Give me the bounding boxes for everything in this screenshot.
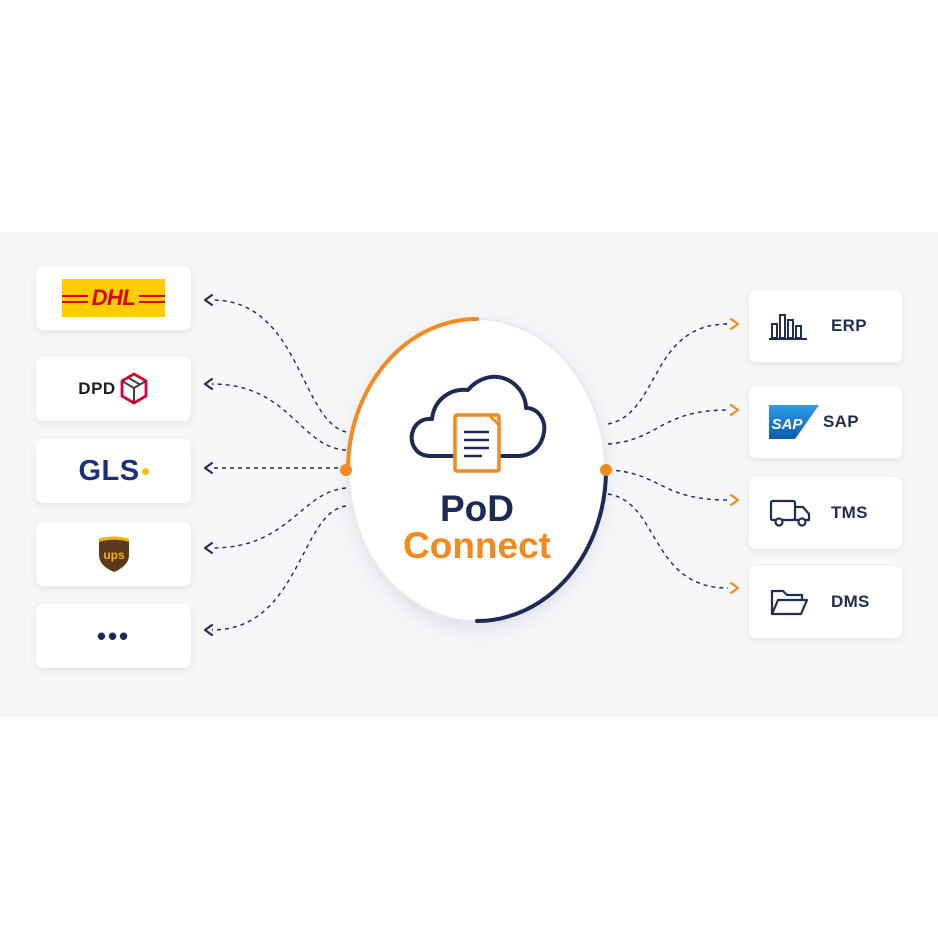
connector-more bbox=[211, 505, 347, 631]
more-carriers-dots: ••• bbox=[96, 621, 131, 651]
ups-logo-text: ups bbox=[103, 548, 125, 562]
arrow-dpd bbox=[204, 378, 213, 390]
folder-icon bbox=[770, 589, 809, 616]
arrow-dhl bbox=[204, 294, 213, 306]
arrow-tms bbox=[729, 493, 740, 507]
sap-logo-text: SAP bbox=[772, 416, 804, 433]
connector-ups bbox=[211, 487, 347, 549]
system-label-tms: TMS bbox=[831, 503, 868, 522]
hub-left-dot bbox=[340, 464, 352, 476]
system-card-sap[interactable]: SAP SAP bbox=[749, 386, 902, 458]
system-card-erp[interactable]: ERP bbox=[749, 290, 902, 362]
connector-dhl bbox=[211, 299, 347, 433]
carrier-card-dhl[interactable]: DHL bbox=[36, 266, 191, 330]
bar-chart-icon bbox=[769, 314, 807, 340]
connector-dms bbox=[607, 493, 729, 589]
system-label-sap: SAP bbox=[823, 412, 859, 431]
dhl-logo: DHL bbox=[62, 279, 165, 317]
arrow-more bbox=[204, 624, 213, 636]
arrow-erp bbox=[729, 317, 740, 331]
connector-sap bbox=[607, 409, 729, 445]
system-label-dms: DMS bbox=[831, 592, 870, 611]
carrier-card-more[interactable]: ••• bbox=[36, 604, 191, 668]
system-card-tms[interactable]: TMS bbox=[749, 477, 902, 549]
carrier-card-gls[interactable]: GLS bbox=[36, 439, 191, 503]
sap-logo-icon: SAP bbox=[769, 405, 819, 439]
dpd-cube-icon bbox=[120, 372, 148, 405]
gls-logo-text: GLS bbox=[78, 454, 140, 487]
arrow-sap bbox=[729, 403, 740, 417]
cloud-document-icon bbox=[409, 374, 547, 473]
hub-title-line2: Connect bbox=[403, 525, 551, 566]
hub-right-dot bbox=[600, 464, 612, 476]
connector-erp bbox=[607, 323, 729, 425]
system-card-dms[interactable]: DMS bbox=[749, 566, 902, 638]
gls-dot-icon bbox=[141, 467, 149, 475]
ups-shield-icon: ups bbox=[98, 536, 129, 572]
carrier-card-ups[interactable]: ups bbox=[36, 522, 191, 586]
connector-tms bbox=[607, 469, 729, 501]
dhl-logo-text: DHL bbox=[87, 285, 140, 311]
connector-dpd bbox=[211, 383, 347, 451]
arrow-ups bbox=[204, 542, 213, 554]
arrow-gls bbox=[204, 462, 213, 474]
arrow-dms bbox=[729, 581, 740, 595]
system-label-erp: ERP bbox=[831, 316, 867, 335]
hub-title-line1: PoD bbox=[440, 488, 514, 529]
truck-icon bbox=[769, 499, 811, 527]
carrier-card-dpd[interactable]: DPD bbox=[36, 357, 191, 421]
dpd-logo-text: DPD bbox=[78, 379, 116, 398]
